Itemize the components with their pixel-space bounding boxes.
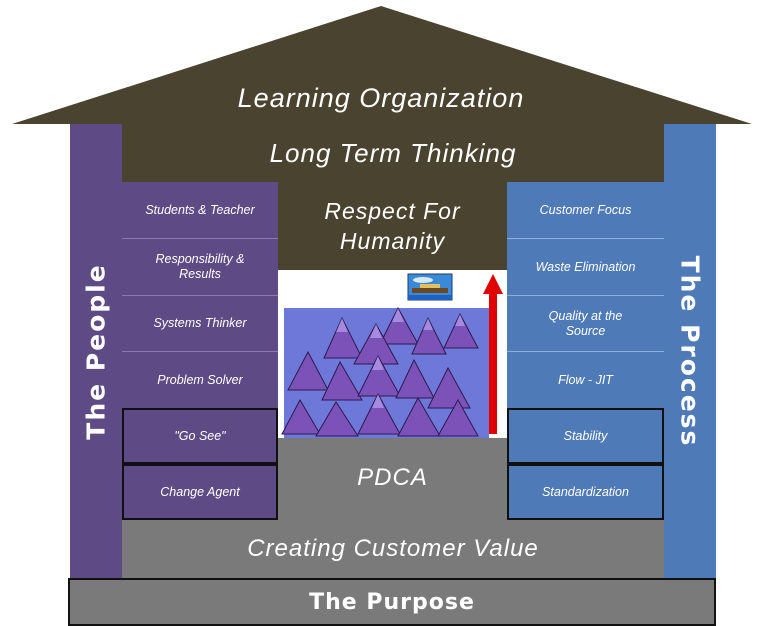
rocks-group <box>281 306 479 437</box>
people-pillar-label-wrap: The People <box>70 124 122 578</box>
process-box-stability: Stability <box>507 408 664 464</box>
iceberg-illustration <box>278 270 507 438</box>
process-item-flow-jit: Flow - JIT <box>558 372 613 387</box>
pdca-box: PDCA <box>278 438 507 520</box>
boat-sign <box>407 273 453 301</box>
process-item-waste-elimination: Waste Elimination <box>507 239 664 296</box>
process-pillar <box>664 124 716 578</box>
creating-customer-value-band: Creating Customer Value <box>122 520 664 578</box>
people-item-students-teacher: Students & Teacher <box>122 182 278 239</box>
long-term-thinking-band: Long Term Thinking <box>122 124 664 182</box>
people-item-problem-solver: Problem Solver <box>157 372 243 387</box>
process-pillar-label-wrap: The Process <box>664 124 716 578</box>
the-purpose-foundation: The Purpose <box>68 578 716 626</box>
people-pillar <box>70 124 122 578</box>
people-item-responsibility-results: Responsibility & Results <box>122 239 278 296</box>
roof-shape <box>12 6 752 124</box>
respect-for-humanity-box: Respect For Humanity <box>278 182 507 270</box>
people-box-change-agent: Change Agent <box>122 464 278 520</box>
process-item-quality-source: Quality at the Source <box>507 296 664 352</box>
process-title: The Process <box>675 255 705 447</box>
red-up-arrow <box>483 274 503 434</box>
people-title: The People <box>81 262 111 440</box>
people-box-go-see: "Go See" <box>122 408 278 464</box>
people-item-systems-thinker: Systems Thinker <box>122 296 278 352</box>
process-item-customer-focus: Customer Focus <box>507 182 664 239</box>
process-box-standardization: Standardization <box>507 464 664 520</box>
roof-title: Learning Organization <box>237 82 525 113</box>
